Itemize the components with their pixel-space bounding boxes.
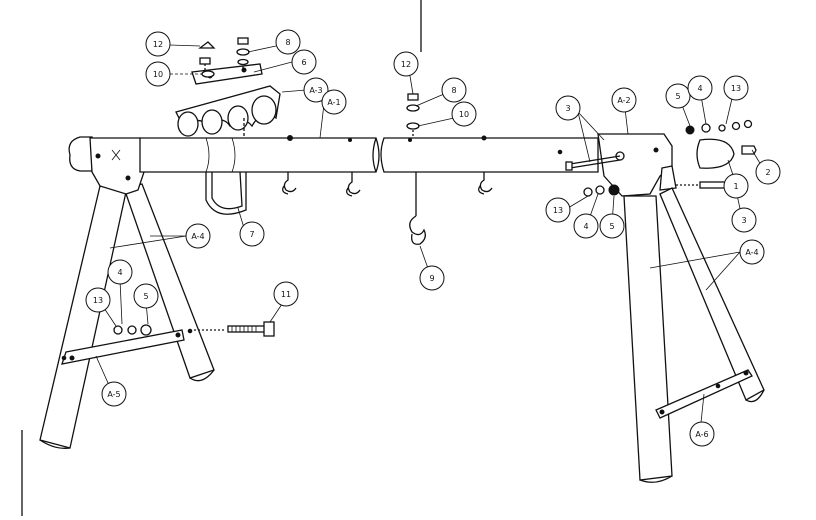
svg-text:5: 5 bbox=[675, 92, 680, 101]
callout-9: 9 bbox=[419, 265, 445, 291]
svg-text:A-6: A-6 bbox=[695, 430, 708, 439]
svg-text:2: 2 bbox=[765, 168, 770, 177]
svg-text:8: 8 bbox=[451, 86, 456, 95]
callout-5-left: 5 bbox=[133, 283, 159, 309]
hardware-left-legs bbox=[113, 324, 152, 336]
svg-text:5: 5 bbox=[609, 222, 614, 231]
svg-text:10: 10 bbox=[459, 110, 469, 119]
callout-6: 6 bbox=[291, 49, 317, 75]
callout-a6: A-6 bbox=[689, 421, 715, 447]
hardware-right-bottom bbox=[583, 184, 620, 197]
svg-text:6: 6 bbox=[301, 58, 306, 67]
svg-text:4: 4 bbox=[697, 84, 702, 93]
callout-13-rb: 13 bbox=[545, 197, 571, 223]
callout-13-left: 13 bbox=[85, 287, 111, 313]
top-beam-left bbox=[139, 135, 380, 173]
corner-body bbox=[597, 133, 673, 197]
hardware-stack-mid bbox=[406, 0, 422, 138]
svg-text:A-1: A-1 bbox=[327, 98, 340, 107]
callout-12-mid: 12 bbox=[393, 51, 419, 77]
right-end-cap bbox=[696, 138, 757, 169]
callout-a5: A-5 bbox=[101, 381, 127, 407]
svg-text:13: 13 bbox=[731, 84, 741, 93]
svg-text:A-4: A-4 bbox=[745, 248, 758, 257]
callout-2: 2 bbox=[755, 159, 781, 185]
callout-a3: A-3 bbox=[303, 77, 329, 103]
callout-11: 11 bbox=[273, 281, 299, 307]
svg-text:4: 4 bbox=[117, 268, 122, 277]
callout-8-left: 8 bbox=[275, 29, 301, 55]
swing-hook-9 bbox=[409, 172, 426, 245]
bracket-a3 bbox=[175, 63, 281, 138]
bolt-11 bbox=[194, 321, 275, 337]
svg-text:1: 1 bbox=[733, 182, 738, 191]
left-corner-fitting bbox=[89, 137, 147, 195]
hardware-right-top bbox=[685, 119, 753, 135]
beam-tube-a1 bbox=[139, 137, 380, 173]
svg-text:4: 4 bbox=[583, 222, 588, 231]
callout-4-right: 4 bbox=[687, 75, 713, 101]
svg-text:A-4: A-4 bbox=[191, 232, 204, 241]
right-front-leg bbox=[623, 195, 673, 481]
callout-5-right: 5 bbox=[665, 83, 691, 109]
callout-10-mid: 10 bbox=[451, 101, 477, 127]
swing-hangers-left bbox=[282, 172, 361, 197]
callout-8-mid: 8 bbox=[441, 77, 467, 103]
callout-3-bottom: 3 bbox=[731, 207, 757, 233]
callout-3-top: 3 bbox=[555, 95, 581, 121]
left-front-leg bbox=[39, 185, 127, 449]
top-beam-right bbox=[380, 135, 599, 173]
callout-a4-right: A-4 bbox=[739, 239, 765, 265]
svg-text:10: 10 bbox=[153, 70, 163, 79]
svg-text:12: 12 bbox=[153, 40, 163, 49]
left-a-frame bbox=[39, 136, 215, 449]
swing-hangers-right bbox=[478, 172, 493, 195]
svg-text:8: 8 bbox=[285, 38, 290, 47]
svg-text:13: 13 bbox=[553, 206, 563, 215]
callout-4-left: 4 bbox=[107, 259, 133, 285]
svg-text:5: 5 bbox=[143, 292, 148, 301]
callout-1: 1 bbox=[723, 173, 749, 199]
svg-text:3: 3 bbox=[741, 216, 746, 225]
u-bolt-7 bbox=[205, 171, 247, 215]
svg-text:A-3: A-3 bbox=[309, 86, 322, 95]
callout-13-right: 13 bbox=[723, 75, 749, 101]
callout-5-rb: 5 bbox=[599, 213, 625, 239]
svg-text:12: 12 bbox=[401, 60, 411, 69]
svg-text:13: 13 bbox=[93, 296, 103, 305]
callout-4-rb: 4 bbox=[573, 213, 599, 239]
svg-text:9: 9 bbox=[429, 274, 434, 283]
hardware-stack-left bbox=[198, 37, 250, 78]
callout-a2: A-2 bbox=[611, 87, 637, 113]
svg-text:3: 3 bbox=[565, 104, 570, 113]
svg-text:A-5: A-5 bbox=[107, 390, 120, 399]
callout-a1: A-1 bbox=[321, 89, 347, 115]
svg-text:A-2: A-2 bbox=[617, 96, 630, 105]
beam-tube-right bbox=[380, 137, 599, 173]
left-end-cap bbox=[68, 136, 93, 172]
callout-7: 7 bbox=[239, 221, 265, 247]
svg-text:11: 11 bbox=[281, 290, 291, 299]
callout-a4-left: A-4 bbox=[185, 223, 211, 249]
callout-12-left: 12 bbox=[145, 31, 171, 57]
svg-text:7: 7 bbox=[249, 230, 254, 239]
callout-10-left: 10 bbox=[145, 61, 171, 87]
